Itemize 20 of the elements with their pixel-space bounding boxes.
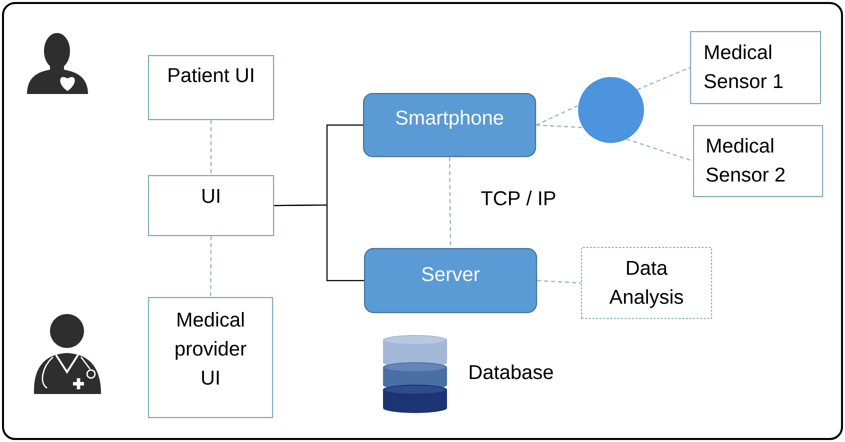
node-label: Database <box>470 364 553 380</box>
dotted-box: Data Analysis <box>581 247 712 319</box>
connector-line <box>210 120 212 175</box>
box: Medical Sensor 2 <box>693 125 824 198</box>
connector-line <box>537 280 582 284</box>
rounded-box: Server <box>364 248 538 314</box>
box: UI <box>148 175 274 236</box>
rounded-box: Smartphone <box>363 93 536 158</box>
connector-line <box>536 124 584 128</box>
connector-line <box>274 204 364 282</box>
circle <box>578 77 644 143</box>
connector-line <box>210 236 212 297</box>
connector-line <box>536 104 579 126</box>
connector-line <box>448 157 452 248</box>
database-icon <box>383 335 447 413</box>
box: Patient UI <box>148 55 274 120</box>
box: Medical provider UI <box>148 297 274 418</box>
box: Medical Sensor 1 <box>690 31 822 104</box>
connector-line <box>636 67 690 90</box>
edge-label: TCP / IP <box>478 188 558 208</box>
